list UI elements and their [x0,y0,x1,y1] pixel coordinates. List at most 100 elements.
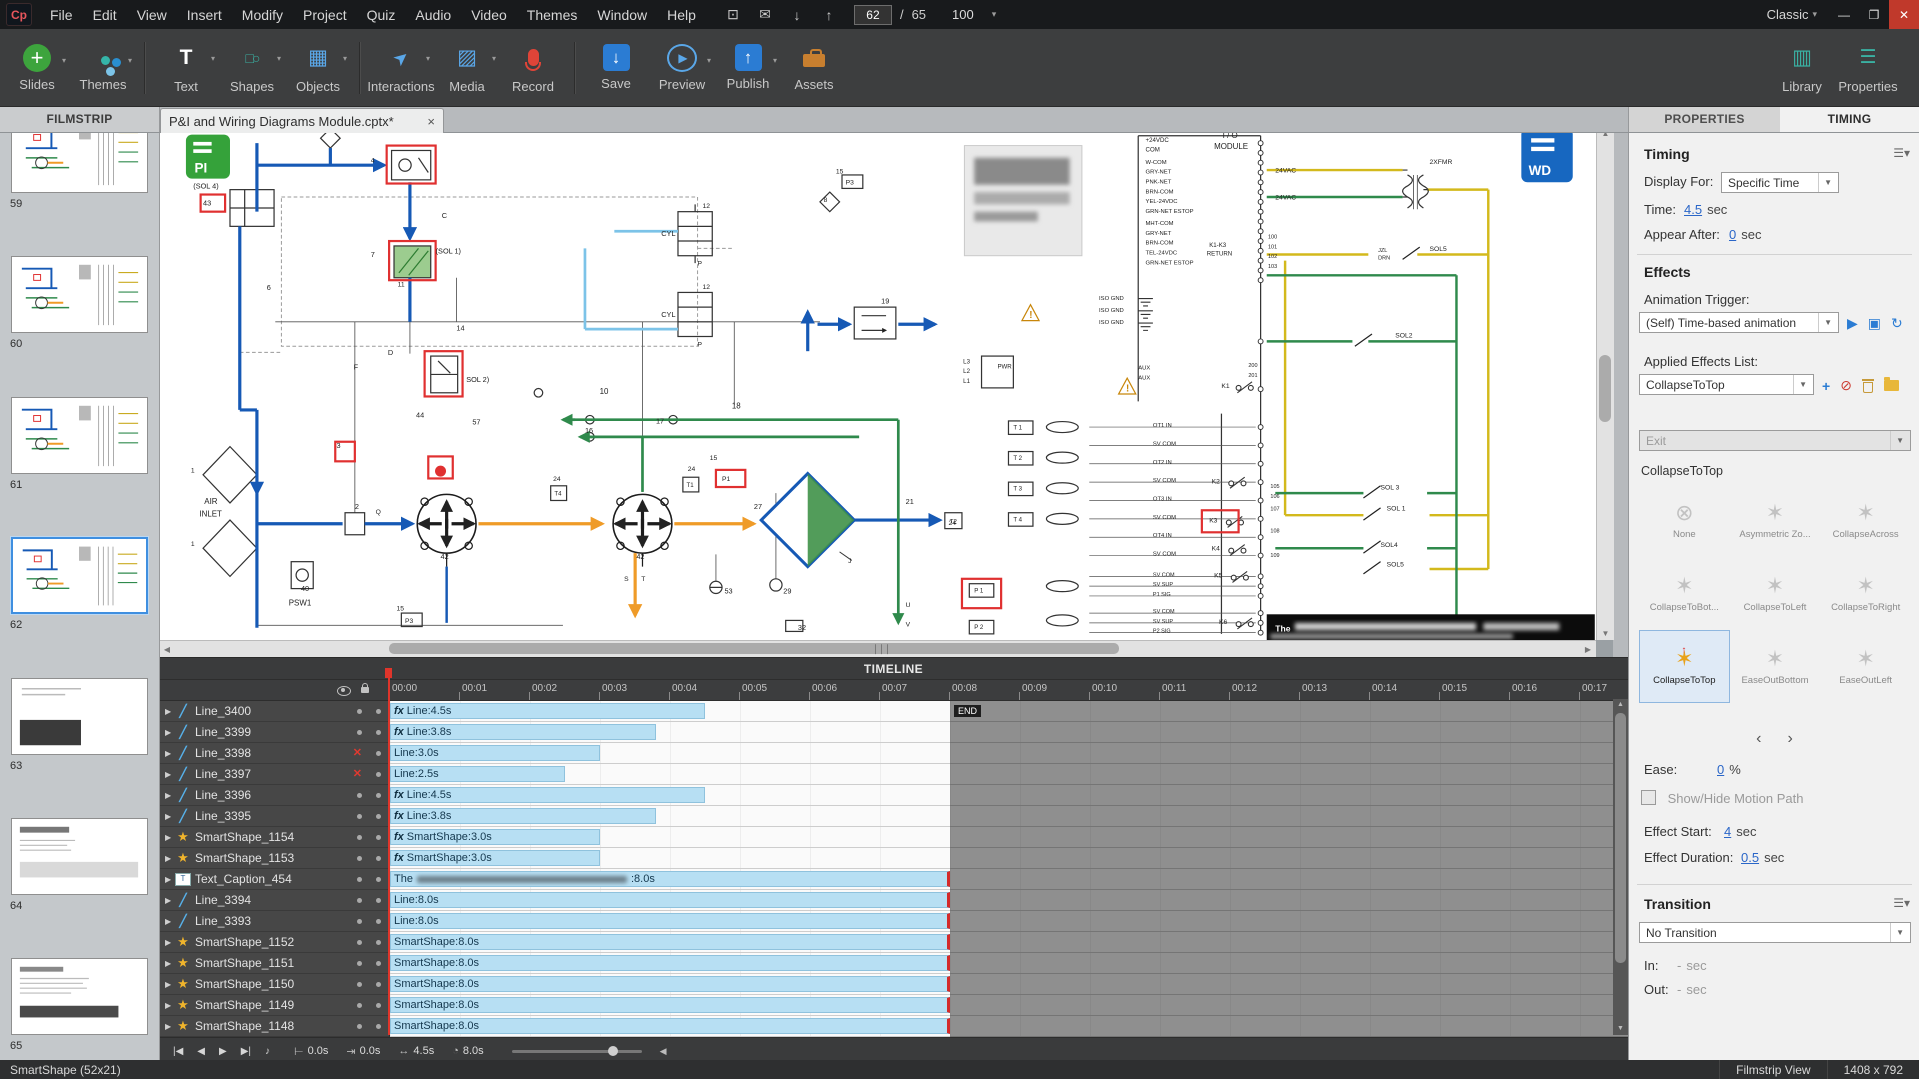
tool-record[interactable]: Record [500,42,566,94]
track-lock-dot[interactable] [376,835,381,840]
track-lock-dot[interactable] [376,751,381,756]
ease-value[interactable]: 0 [1717,762,1724,777]
go-up-icon[interactable]: ↑ [820,7,838,23]
track-lane[interactable]: fxLine:4.5s [390,785,1628,806]
track-hidden-x-icon[interactable]: ✕ [353,772,362,777]
track-visibility-dot[interactable] [357,898,362,903]
tool-shapes[interactable]: □○▾Shapes [219,42,285,94]
timeline-object-bar[interactable]: fxLine:3.8s [390,808,656,824]
track-visibility-dot[interactable] [357,982,362,987]
playhead-handle[interactable] [385,668,392,678]
timeline-zoom-slider[interactable] [512,1050,642,1053]
preview-screen-icon[interactable]: ⊡ [724,6,742,23]
track-name-cell[interactable]: ▶★SmartShape_1154 [159,827,390,848]
tool-objects[interactable]: ▦▾Objects [285,42,351,94]
scroll-left-icon[interactable]: ◀ [159,645,175,654]
transition-dropdown[interactable]: No Transition ▼ [1639,922,1911,943]
delete-effect-button[interactable] [1862,379,1874,393]
menu-themes[interactable]: Themes [517,0,588,29]
effect-option-collapsetoright[interactable]: ✶CollapseToRight [1820,557,1911,630]
effect-start-value[interactable]: 4 [1724,824,1731,839]
track-lock-dot[interactable] [376,898,381,903]
go-down-icon[interactable]: ↓ [788,7,806,23]
chevron-down-icon[interactable]: ▾ [62,56,66,65]
track-lock-dot[interactable] [376,1024,381,1029]
motion-path-checkbox[interactable] [1641,790,1656,805]
chevron-down-icon[interactable]: ▾ [277,54,281,63]
track-lane[interactable]: The:8.0s [390,869,1628,890]
track-name-cell[interactable]: ▶★SmartShape_1150 [159,974,390,995]
expand-arrow-icon[interactable]: ▶ [165,707,175,716]
appear-after-value[interactable]: 0 [1729,227,1736,242]
menu-edit[interactable]: Edit [83,0,127,29]
minimize-button[interactable]: — [1829,0,1859,29]
track-visibility-dot[interactable] [357,877,362,882]
track-name-cell[interactable]: ▶╱Line_3398✕ [159,743,390,764]
timeline-object-bar[interactable]: fxLine:3.8s [390,724,656,740]
track-name-cell[interactable]: ▶★SmartShape_1151 [159,953,390,974]
tool-text[interactable]: T▾Text [153,42,219,94]
browse-effect-button[interactable] [1884,380,1899,391]
expand-arrow-icon[interactable]: ▶ [165,812,175,821]
effect-option-collapsetobot-[interactable]: ✶CollapseToBot... [1639,557,1730,630]
chevron-down-icon[interactable]: ▾ [773,56,777,65]
track-name-cell[interactable]: ▶╱Line_3399 [159,722,390,743]
track-visibility-dot[interactable] [357,856,362,861]
menu-window[interactable]: Window [587,0,657,29]
timeline-title[interactable]: TIMELINE [159,658,1628,680]
expand-arrow-icon[interactable]: ▶ [165,980,175,989]
chevron-down-icon[interactable]: ▾ [492,54,496,63]
effect-option-easeoutbottom[interactable]: ✶EaseOutBottom [1730,630,1821,703]
expand-arrow-icon[interactable]: ▶ [165,959,175,968]
track-visibility-dot[interactable] [357,1003,362,1008]
track-lane[interactable]: fxLine:4.5s [390,701,1628,722]
track-visibility-dot[interactable] [357,793,362,798]
track-visibility-dot[interactable] [357,814,362,819]
slide-thumbnail-62[interactable] [11,537,148,614]
menu-view[interactable]: View [127,0,177,29]
track-name-cell[interactable]: ▶TText_Caption_454 [159,869,390,890]
timeline-vertical-scrollbar[interactable]: ▲ ▼ [1613,699,1628,1035]
track-lock-dot[interactable] [376,940,381,945]
expand-arrow-icon[interactable]: ▶ [165,1001,175,1010]
track-lock-dot[interactable] [376,772,381,777]
track-name-cell[interactable]: ▶╱Line_3393 [159,911,390,932]
mail-icon[interactable]: ✉ [756,6,774,23]
timeline-object-bar[interactable]: SmartShape:8.0s [390,934,950,950]
track-visibility-dot[interactable] [357,940,362,945]
stage-canvas[interactable]: ! ! [159,126,1596,640]
track-lane[interactable]: Line:8.0s [390,911,1628,932]
preview-effect-button[interactable]: ▶ [1847,315,1858,332]
effect-duration-value[interactable]: 0.5 [1741,850,1759,865]
canvas-vscroll-thumb[interactable] [1599,355,1611,422]
timeline-object-bar[interactable]: SmartShape:8.0s [390,955,950,971]
timeline-object-bar[interactable]: Line:8.0s [390,892,950,908]
track-lane[interactable]: SmartShape:8.0s [390,1016,1628,1037]
scroll-down-icon[interactable]: ▼ [1597,626,1614,640]
track-visibility-dot[interactable] [357,1024,362,1029]
view-mode-status[interactable]: Filmstrip View [1719,1060,1826,1079]
track-lock-dot[interactable] [376,709,381,714]
expand-arrow-icon[interactable]: ▶ [165,917,175,926]
close-button[interactable]: ✕ [1889,0,1919,29]
expand-arrow-icon[interactable]: ▶ [165,938,175,947]
timeline-ruler[interactable]: 00:0000:0100:0200:0300:0400:0500:0600:07… [389,680,1628,700]
track-lane[interactable]: SmartShape:8.0s [390,932,1628,953]
timeline-object-bar[interactable]: fxSmartShape:3.0s [390,850,600,866]
track-lock-dot[interactable] [376,793,381,798]
canvas-vertical-scrollbar[interactable]: ▲ ▼ [1596,126,1614,640]
menu-project[interactable]: Project [293,0,357,29]
track-lane[interactable]: fxLine:3.8s [390,722,1628,743]
track-name-cell[interactable]: ▶★SmartShape_1153 [159,848,390,869]
track-name-cell[interactable]: ▶★SmartShape_1152 [159,932,390,953]
menu-quiz[interactable]: Quiz [357,0,406,29]
track-lane[interactable]: Line:8.0s [390,890,1628,911]
expand-arrow-icon[interactable]: ▶ [165,833,175,842]
wd-badge[interactable]: WD [1521,128,1572,182]
track-lane[interactable]: fxLine:3.8s [390,806,1628,827]
track-lock-dot[interactable] [376,1003,381,1008]
applied-effects-dropdown[interactable]: CollapseToTop ▼ [1639,374,1814,395]
animation-trigger-dropdown[interactable]: (Self) Time-based animation ▼ [1639,312,1839,333]
track-name-cell[interactable]: ▶╱Line_3397✕ [159,764,390,785]
scroll-right-icon[interactable]: ▶ [1580,645,1596,654]
